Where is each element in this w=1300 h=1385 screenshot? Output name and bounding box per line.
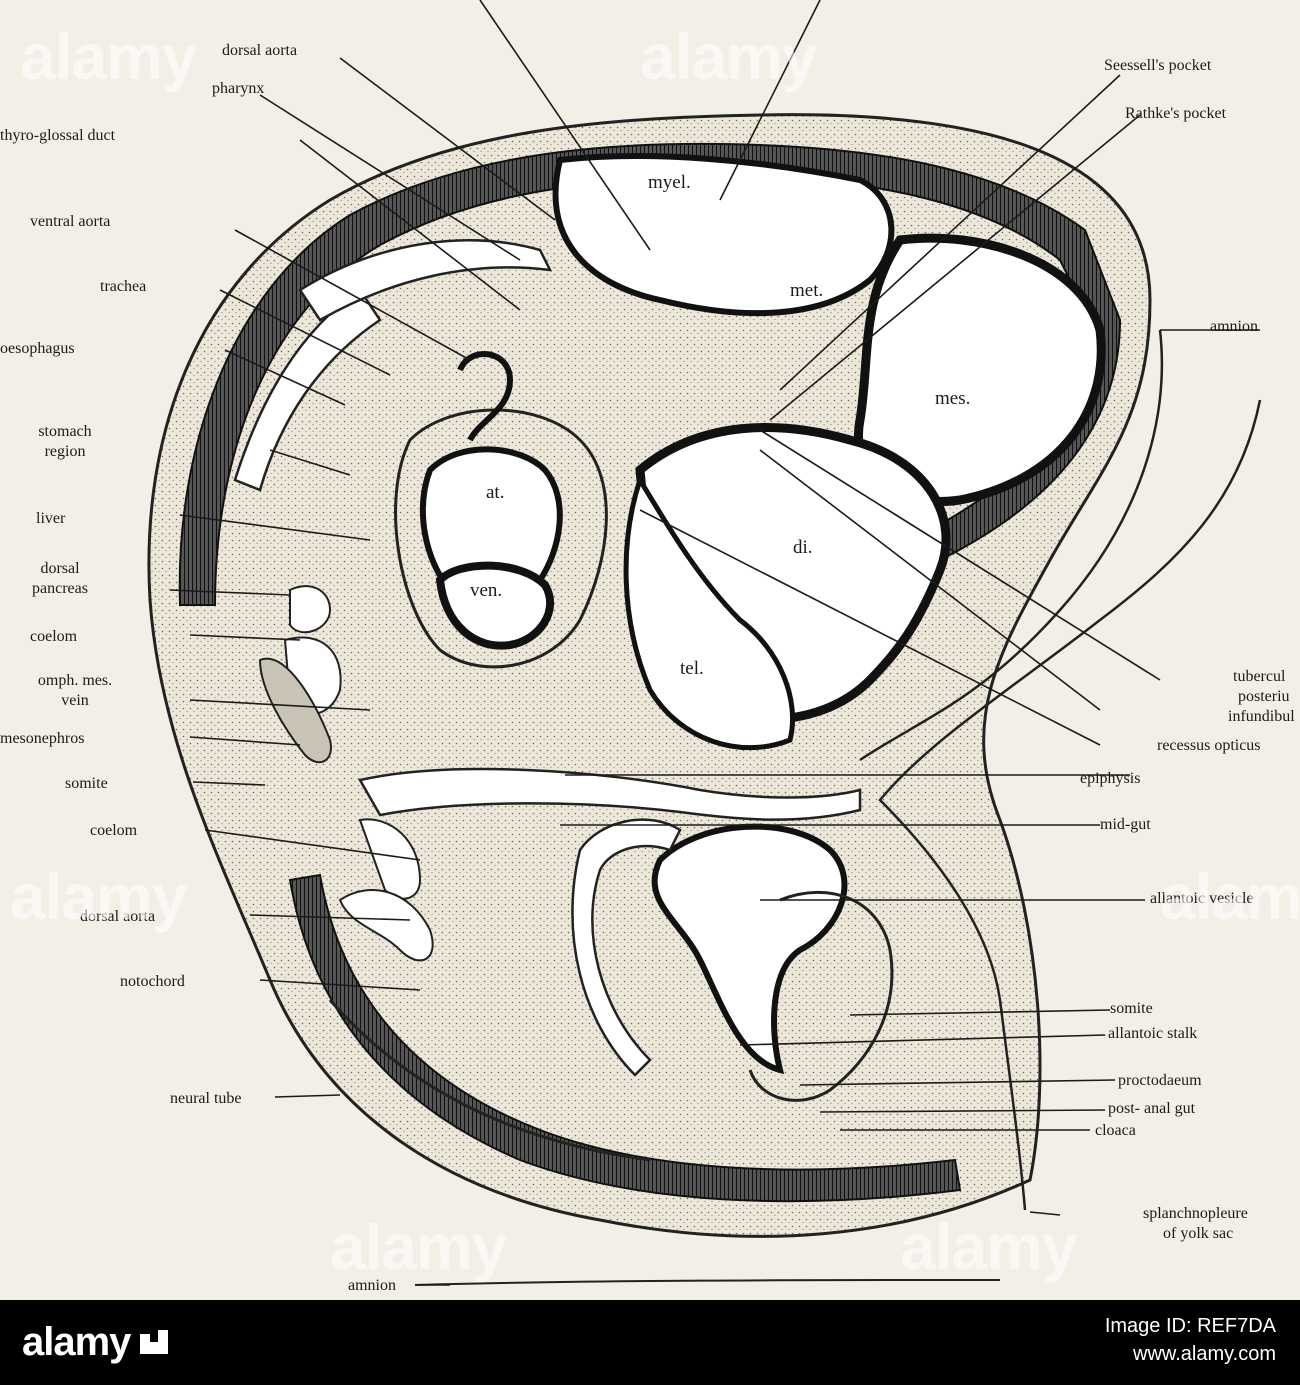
label-seessells-pocket: Seessell's pocket bbox=[1104, 57, 1212, 74]
amnion-bottom-line bbox=[414, 1279, 1001, 1286]
watermark: alamy bbox=[900, 1211, 1077, 1283]
label-post-anal-gut: post- anal gut bbox=[1108, 1100, 1196, 1117]
notochord-line bbox=[328, 999, 651, 1162]
footer-info: Image ID: REF7DA www.alamy.com bbox=[1105, 1312, 1276, 1368]
label-rathkes-pocket: Rathke's pocket bbox=[1125, 105, 1227, 122]
label-dorsal-aorta-top: dorsal aorta bbox=[222, 42, 298, 59]
watermark: alamy bbox=[330, 1211, 507, 1283]
amnion-right bbox=[859, 329, 1164, 762]
hindgut-loop bbox=[571, 818, 682, 1077]
inner-label-at: at. bbox=[486, 482, 505, 503]
label-of-yolk-sac: of yolk sac bbox=[1163, 1225, 1234, 1242]
telencephalon bbox=[623, 474, 796, 751]
mesencephalon bbox=[854, 233, 1106, 506]
image-id: Image ID: REF7DA bbox=[1104, 1315, 1276, 1337]
footer-bar: alamy Image ID: REF7DA www.alamy.com bbox=[0, 1300, 1300, 1385]
dorsal-pancreas bbox=[289, 585, 332, 634]
diagram-drawing bbox=[147, 0, 1262, 1286]
label-splanchnopleure: splanchnopleure bbox=[1143, 1205, 1248, 1222]
label-stomach-region: region bbox=[44, 443, 86, 460]
label-pharynx: pharynx bbox=[212, 80, 265, 97]
label-epiphysis: epiphysis bbox=[1080, 770, 1141, 787]
watermark: alamy bbox=[640, 21, 817, 93]
allantoic-stalk bbox=[748, 890, 894, 1102]
label-amnion-right: amnion bbox=[1210, 318, 1258, 335]
watermark: alamy bbox=[10, 861, 187, 933]
inner-label-met: met. bbox=[790, 280, 824, 301]
allantoic-vesicle bbox=[651, 823, 848, 1075]
alamy-logo-icon bbox=[140, 1330, 169, 1354]
label-mesonephros: mesonephros bbox=[0, 730, 85, 747]
inner-label-myel: myel. bbox=[648, 172, 691, 193]
alamy-logo[interactable]: alamy bbox=[22, 1320, 172, 1364]
mesonephros-body bbox=[258, 657, 332, 764]
label-somite-left: somite bbox=[65, 775, 108, 792]
label-pancreas: pancreas bbox=[32, 580, 88, 597]
label-ventral-aorta: ventral aorta bbox=[30, 213, 111, 230]
pharynx-cavity bbox=[298, 239, 553, 322]
label-neural-tube: neural tube bbox=[170, 1090, 242, 1107]
label-omph-mes: omph. mes. bbox=[37, 672, 113, 689]
label-thyro-glossal-duct: thyro-glossal duct bbox=[0, 127, 116, 144]
watermark: alamy bbox=[20, 21, 197, 93]
label-cloaca: cloaca bbox=[1095, 1122, 1136, 1139]
label-allantoic-stalk: allantoic stalk bbox=[1108, 1025, 1198, 1042]
bulbus-loop bbox=[457, 351, 514, 442]
label-tuberculum: tubercul bbox=[1233, 668, 1286, 685]
label-posterius: posteriu bbox=[1238, 688, 1290, 705]
label-dorsal: dorsal bbox=[40, 560, 80, 577]
inner-label-tel: tel. bbox=[680, 658, 704, 679]
label-mid-gut: mid-gut bbox=[1100, 816, 1151, 833]
yolk-sac-membrane bbox=[878, 399, 1262, 1211]
label-coelom-bottom: coelom bbox=[90, 822, 138, 839]
dorsal-aorta-lower bbox=[338, 889, 434, 962]
mid-gut-tube bbox=[358, 767, 862, 821]
label-amnion-bottom: amnion bbox=[348, 1277, 396, 1294]
label-somite-right: somite bbox=[1110, 1000, 1153, 1017]
watermark: alamy bbox=[1160, 861, 1300, 933]
myelencephalon bbox=[552, 153, 895, 317]
label-coelom-top: coelom bbox=[30, 628, 78, 645]
label-allantoic-vesicle: allantoic vesicle bbox=[1150, 890, 1254, 907]
inner-label-ven: ven. bbox=[470, 580, 503, 601]
logo-text: alamy bbox=[22, 1319, 131, 1364]
label-notochord: notochord bbox=[120, 973, 185, 990]
label-trachea: trachea bbox=[100, 278, 147, 295]
inner-label-di: di. bbox=[793, 537, 813, 558]
neural-tube-lower bbox=[288, 873, 962, 1203]
label-oesophagus: oesophagus bbox=[0, 340, 75, 357]
leader-lines bbox=[169, 0, 1260, 1286]
inner-label-mes: mes. bbox=[935, 388, 971, 409]
site-url[interactable]: www.alamy.com bbox=[1133, 1343, 1276, 1365]
label-dorsal-aorta-bottom: dorsal aorta bbox=[80, 908, 156, 925]
pericardial-wall bbox=[394, 408, 608, 669]
label-stomach: stomach bbox=[38, 423, 92, 440]
label-infundibuli: infundibul bbox=[1228, 708, 1295, 725]
label-omph-vein: vein bbox=[61, 692, 89, 709]
label-proctodaeum: proctodaeum bbox=[1118, 1072, 1202, 1089]
embryo-section-diagram: dorsal aorta pharynx thyro-glossal duct … bbox=[0, 0, 1300, 1300]
label-liver: liver bbox=[36, 510, 66, 527]
ventricle bbox=[435, 561, 554, 650]
label-recessus-opticus: recessus opticus bbox=[1157, 737, 1261, 754]
